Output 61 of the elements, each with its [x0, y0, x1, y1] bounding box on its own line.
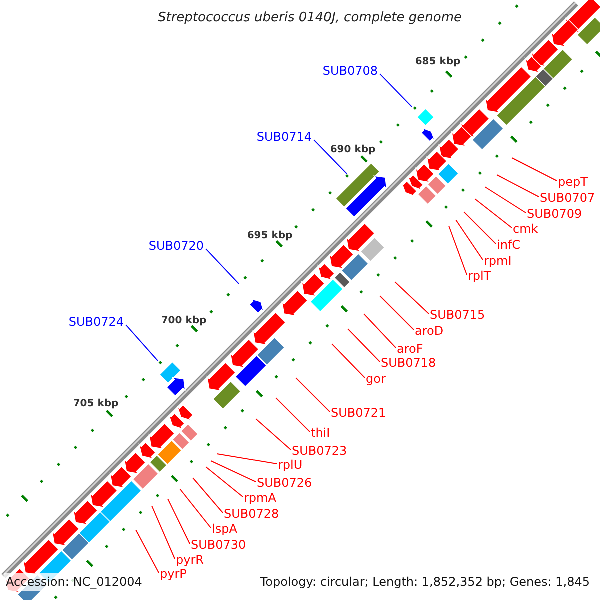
- gene-label: SUB0730: [191, 538, 246, 552]
- position-label: 685 kbp: [415, 56, 461, 70]
- leader-line: [126, 324, 158, 362]
- gene-label: rplU: [278, 458, 303, 472]
- gene-label: SUB0709: [527, 207, 582, 221]
- leader-line: [206, 466, 244, 498]
- leader-line: [210, 460, 256, 482]
- gene-label: SUB0720: [148, 239, 204, 253]
- leader-line: [168, 498, 190, 544]
- gene-label: SUB0707: [540, 191, 596, 205]
- gene-label: rpmA: [244, 491, 276, 505]
- leader-line: [180, 488, 212, 528]
- gene-label: SUB0728: [224, 507, 280, 521]
- gene-label: gor: [366, 372, 386, 386]
- genome-title: Streptococcus uberis 0140J, complete genome: [158, 9, 462, 28]
- gene-label: SUB0721: [331, 406, 386, 420]
- gene-label: pepT: [558, 175, 588, 189]
- position-label: 695 kbp: [247, 230, 293, 244]
- position-label: 700 kbp: [161, 314, 207, 328]
- leader-line: [136, 530, 160, 574]
- gene-label: SUB0708: [322, 64, 378, 78]
- leader-line: [474, 198, 512, 228]
- gene-label: SUB0715: [430, 308, 486, 322]
- accession-label: Accession: NC_012004: [4, 573, 144, 591]
- leader-line: [256, 418, 292, 450]
- gene-label: cmk: [513, 222, 538, 236]
- leader-line: [484, 186, 526, 214]
- gene-label: SUB0726: [257, 476, 312, 490]
- leader-line: [496, 174, 540, 198]
- leader-line: [464, 212, 496, 244]
- leader-line: [192, 478, 224, 514]
- leader-line: [332, 344, 366, 378]
- leader-line: [314, 140, 348, 174]
- gene-label: infC: [497, 238, 521, 252]
- leader-line: [296, 378, 330, 412]
- gene-label: aroD: [415, 324, 444, 338]
- leader-line: [206, 248, 240, 284]
- leader-line: [394, 282, 430, 314]
- leader-line: [216, 454, 278, 464]
- gene-label: SUB0718: [381, 356, 436, 370]
- gene-label: aroF: [397, 342, 424, 356]
- leader-line: [276, 398, 310, 432]
- leader-line: [380, 296, 414, 330]
- gene-label: SUB0714: [256, 130, 312, 144]
- leader-line: [456, 220, 484, 260]
- gene-label: lspA: [212, 522, 238, 536]
- gene-label: rplT: [468, 269, 492, 283]
- leader-line: [348, 328, 380, 362]
- position-label: 705 kbp: [73, 398, 119, 412]
- gene-label: SUB0723: [292, 444, 348, 458]
- gene-label: thiI: [311, 426, 330, 440]
- gene-label: rpmI: [484, 254, 512, 268]
- leader-line: [512, 158, 558, 182]
- position-label: 690 kbp: [330, 144, 376, 158]
- gene-label: pyrP: [160, 567, 187, 581]
- leader-line: [380, 74, 412, 108]
- leader-line: [448, 226, 468, 276]
- gene-label: pyrR: [176, 553, 204, 567]
- leader-line: [152, 506, 176, 560]
- leader-line: [364, 314, 396, 348]
- gene-label: SUB0724: [68, 315, 124, 329]
